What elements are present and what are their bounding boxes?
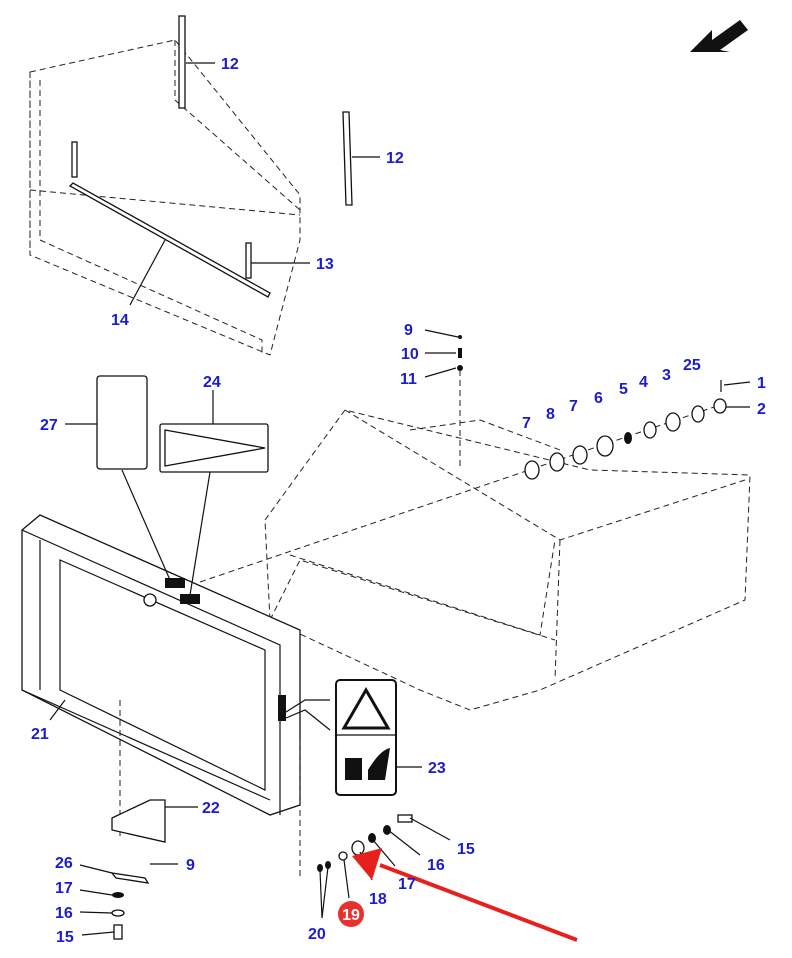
- direction-arrow-icon: [690, 20, 748, 52]
- label: 17: [55, 880, 73, 897]
- label: 7: [569, 398, 578, 415]
- pin-9: [458, 335, 462, 339]
- label: 15: [56, 929, 74, 946]
- bolt-15-left: [113, 924, 123, 940]
- label: 8: [546, 406, 555, 423]
- label: 15: [457, 841, 475, 858]
- decal-23: [335, 679, 397, 796]
- decal-27: [96, 375, 148, 470]
- label: 20: [308, 926, 326, 943]
- pointer-arrow: [352, 848, 578, 942]
- leader-lines: [49, 62, 751, 936]
- nut-11: [457, 365, 463, 371]
- highlight-label-19: 19: [342, 907, 360, 924]
- plate-26: [110, 872, 150, 884]
- bucket: [264, 409, 751, 711]
- label: 2: [757, 401, 766, 418]
- label: 6: [594, 390, 603, 407]
- nut-19: [338, 851, 348, 861]
- label: 1: [757, 375, 766, 392]
- label: 10: [401, 346, 419, 363]
- upper-frame: [29, 39, 301, 356]
- strip-12-left: [178, 15, 186, 109]
- label: 16: [55, 905, 73, 922]
- label: 9: [186, 857, 195, 874]
- label: 22: [202, 800, 220, 817]
- label: 23: [428, 760, 446, 777]
- label: 17: [398, 876, 416, 893]
- label: 13: [316, 256, 334, 273]
- label: 7: [522, 415, 531, 432]
- label: 12: [386, 150, 404, 167]
- strip-12-right: [342, 111, 353, 206]
- label: 5: [619, 381, 628, 398]
- label: 11: [400, 371, 417, 388]
- label: 9: [404, 322, 413, 339]
- pivot-bushings: [524, 380, 727, 480]
- strip-13: [245, 242, 252, 279]
- washer-16-right: [383, 825, 391, 835]
- label: 4: [639, 374, 648, 391]
- bracket-22: [111, 799, 166, 843]
- label: 16: [427, 857, 445, 874]
- label: 26: [55, 855, 73, 872]
- pin-10: [458, 348, 462, 358]
- label: 25: [683, 357, 701, 374]
- label: 14: [111, 312, 129, 329]
- highlight-badge-19[interactable]: [338, 901, 364, 927]
- label: 24: [203, 374, 221, 391]
- callout-labels: 12 12 13 14 9 10 11 1 2 25 3 4 5 6 7 8 7…: [31, 56, 766, 946]
- label: 12: [221, 56, 239, 73]
- strip-upper: [71, 141, 78, 178]
- label: 3: [662, 367, 671, 384]
- washer-16-left: [111, 909, 125, 917]
- label: 27: [40, 417, 58, 434]
- washer-17-left: [112, 892, 124, 898]
- washer-18: [351, 840, 365, 856]
- label: 18: [369, 891, 387, 908]
- strip-14: [68, 182, 271, 298]
- decal-24: [159, 423, 269, 473]
- label: 21: [31, 726, 49, 743]
